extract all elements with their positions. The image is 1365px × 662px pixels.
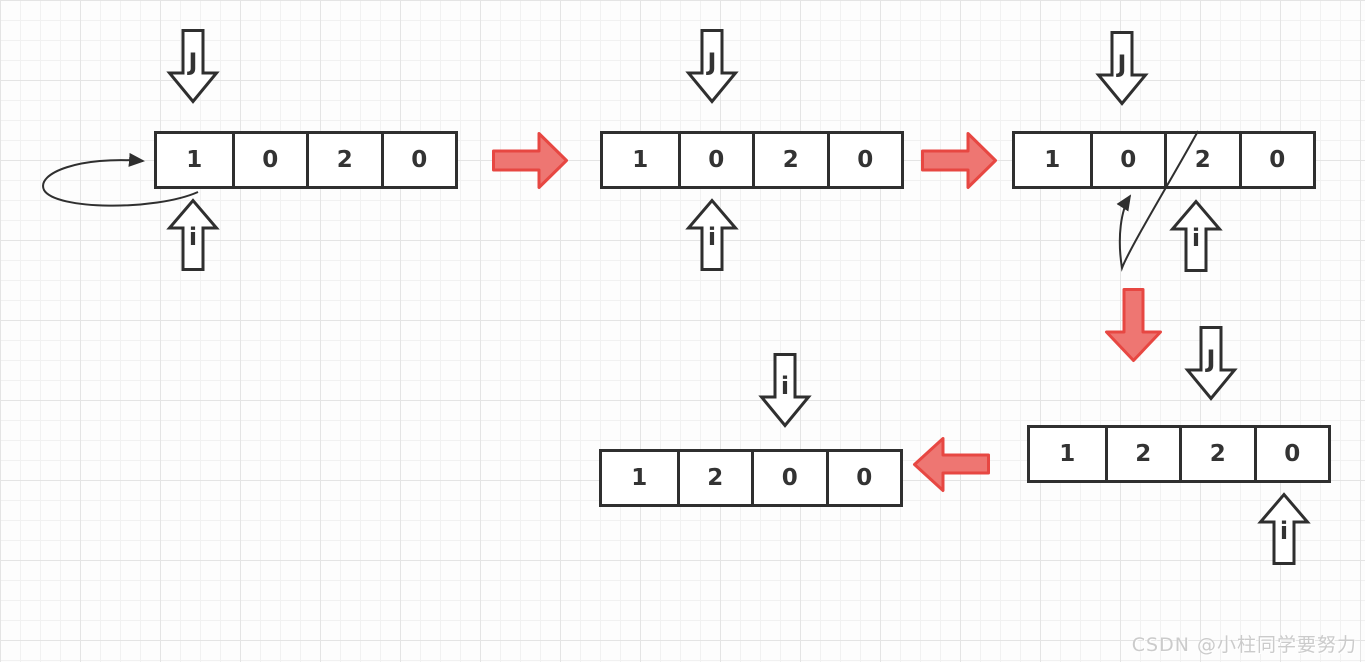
array-cell: 2 xyxy=(1179,428,1254,480)
array-step-5: 1 2 0 0 xyxy=(599,449,903,507)
array-cell: 0 xyxy=(1253,428,1329,480)
array-cell: 0 xyxy=(677,134,753,186)
array-cell: 1 xyxy=(186,147,203,173)
watermark-text: CSDN @小柱同学要努力 xyxy=(1131,634,1357,656)
flow-arrow-right-icon xyxy=(921,132,997,189)
i-pointer-down-icon: i xyxy=(758,353,812,428)
j-pointer-label: J xyxy=(187,48,198,76)
array-step-3: 1 0 2 0 xyxy=(1012,131,1316,189)
array-step-4: 1 2 2 0 xyxy=(1027,425,1331,483)
j-pointer-label: J xyxy=(1116,50,1127,78)
array-cell: 2 xyxy=(676,452,752,504)
i-pointer-label: i xyxy=(189,223,197,251)
i-pointer-up-icon: i xyxy=(1257,492,1311,565)
i-pointer-up-icon: i xyxy=(1169,199,1223,272)
i-pointer-up-icon: i xyxy=(166,198,220,271)
i-pointer-label: i xyxy=(1192,224,1200,252)
j-pointer-down-icon: J xyxy=(1184,326,1238,401)
j-pointer-label: J xyxy=(1205,345,1216,373)
array-cell: 1 xyxy=(632,147,649,173)
array-step-2: 1 0 2 0 xyxy=(600,131,904,189)
array-step-1: 1 0 2 0 xyxy=(154,131,458,189)
array-cell: 2 xyxy=(1164,134,1239,186)
array-cell: 0 xyxy=(825,452,901,504)
flow-arrow-down-icon xyxy=(1105,288,1162,362)
self-loop-arrow-icon xyxy=(42,152,199,207)
j-pointer-down-icon: J xyxy=(1095,31,1149,106)
swap-arrow-icon xyxy=(1116,130,1199,272)
j-pointer-down-icon: J xyxy=(166,29,220,104)
array-cell: 1 xyxy=(1059,441,1076,467)
array-cell: 0 xyxy=(1089,134,1165,186)
array-cell: 0 xyxy=(231,134,307,186)
array-cell: 0 xyxy=(751,452,826,504)
array-cell: 2 xyxy=(306,134,381,186)
j-pointer-down-icon: J xyxy=(685,29,739,104)
array-cell: 0 xyxy=(1238,134,1314,186)
i-pointer-label: i xyxy=(708,223,716,251)
array-cell: 0 xyxy=(380,134,456,186)
array-cell: 1 xyxy=(631,465,648,491)
i-pointer-up-icon: i xyxy=(685,198,739,271)
array-cell: 0 xyxy=(826,134,902,186)
i-pointer-label: i xyxy=(1280,517,1288,545)
array-cell: 2 xyxy=(752,134,827,186)
j-pointer-label: J xyxy=(706,48,717,76)
i-pointer-label: i xyxy=(781,372,789,400)
array-cell: 1 xyxy=(1044,147,1061,173)
array-cell: 2 xyxy=(1104,428,1180,480)
flow-arrow-right-icon xyxy=(492,132,568,189)
flow-arrow-left-icon xyxy=(913,437,990,492)
